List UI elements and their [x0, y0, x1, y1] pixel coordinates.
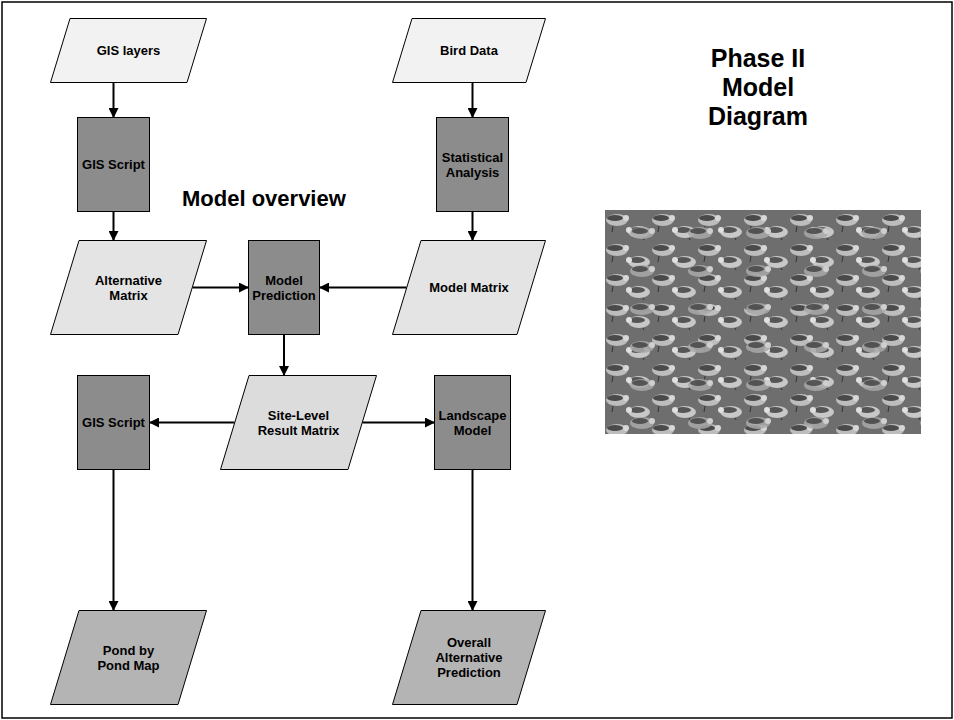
flow-arrow [113, 83, 115, 117]
node-text-group: GIS layers [97, 43, 161, 58]
process-box: GIS Script [77, 375, 150, 470]
node-text: GIS layers [97, 43, 161, 58]
data-output: Pond by Pond Map [50, 610, 207, 705]
node-text: Model Prediction [252, 273, 316, 303]
node-text-group: Site-Level Result Matrix [255, 408, 342, 438]
node-text-group: GIS Script [82, 415, 145, 430]
node-text: Overall Alternative Prediction [427, 635, 511, 680]
node-text-group: Overall Alternative Prediction [427, 635, 511, 680]
node-text: Site-Level Result Matrix [255, 408, 342, 438]
node-text: Bird Data [440, 43, 498, 58]
flow-arrow [320, 287, 407, 289]
node-text: Statistical Analysis [441, 150, 504, 180]
node-text-group: Model Prediction [252, 273, 316, 303]
node-text-group: Model Matrix [429, 280, 508, 295]
node-text: Landscape Model [439, 408, 507, 438]
node-text-group: Bird Data [440, 43, 498, 58]
node-text: Pond by Pond Map [85, 643, 172, 673]
flow-arrow [113, 470, 115, 610]
data-output: Overall Alternative Prediction [392, 610, 546, 705]
flow-arrow [472, 470, 474, 610]
data-matrix: Alternative Matrix [50, 240, 207, 335]
flow-arrow [472, 212, 474, 240]
node-text: Model Matrix [429, 280, 508, 295]
process-box: Statistical Analysis [436, 117, 509, 212]
process-box: Landscape Model [434, 375, 511, 470]
process-box: GIS Script [77, 117, 150, 212]
node-text-group: Alternative Matrix [85, 273, 172, 303]
data-matrix: Site-Level Result Matrix [220, 375, 377, 470]
data-input: GIS layers [50, 18, 207, 83]
node-text: GIS Script [82, 415, 145, 430]
flow-arrow [150, 422, 235, 424]
diagram-title: Phase II Model Diagram [688, 44, 828, 131]
process-box: Model Prediction [248, 240, 320, 335]
node-text: Alternative Matrix [85, 273, 172, 303]
flow-arrow [363, 422, 435, 424]
flow-arrow [113, 212, 115, 240]
section-label: Model overview [182, 186, 346, 212]
node-text-group: Landscape Model [439, 408, 507, 438]
flow-arrow [193, 287, 249, 289]
data-input: Bird Data [392, 18, 546, 83]
node-text-group: Statistical Analysis [441, 150, 504, 180]
node-text: GIS Script [82, 157, 145, 172]
data-matrix: Model Matrix [392, 240, 546, 335]
flow-arrow [283, 335, 285, 375]
node-text-group: GIS Script [82, 157, 145, 172]
node-text-group: Pond by Pond Map [85, 643, 172, 673]
bird-photo [605, 210, 921, 434]
flow-arrow [472, 83, 474, 117]
